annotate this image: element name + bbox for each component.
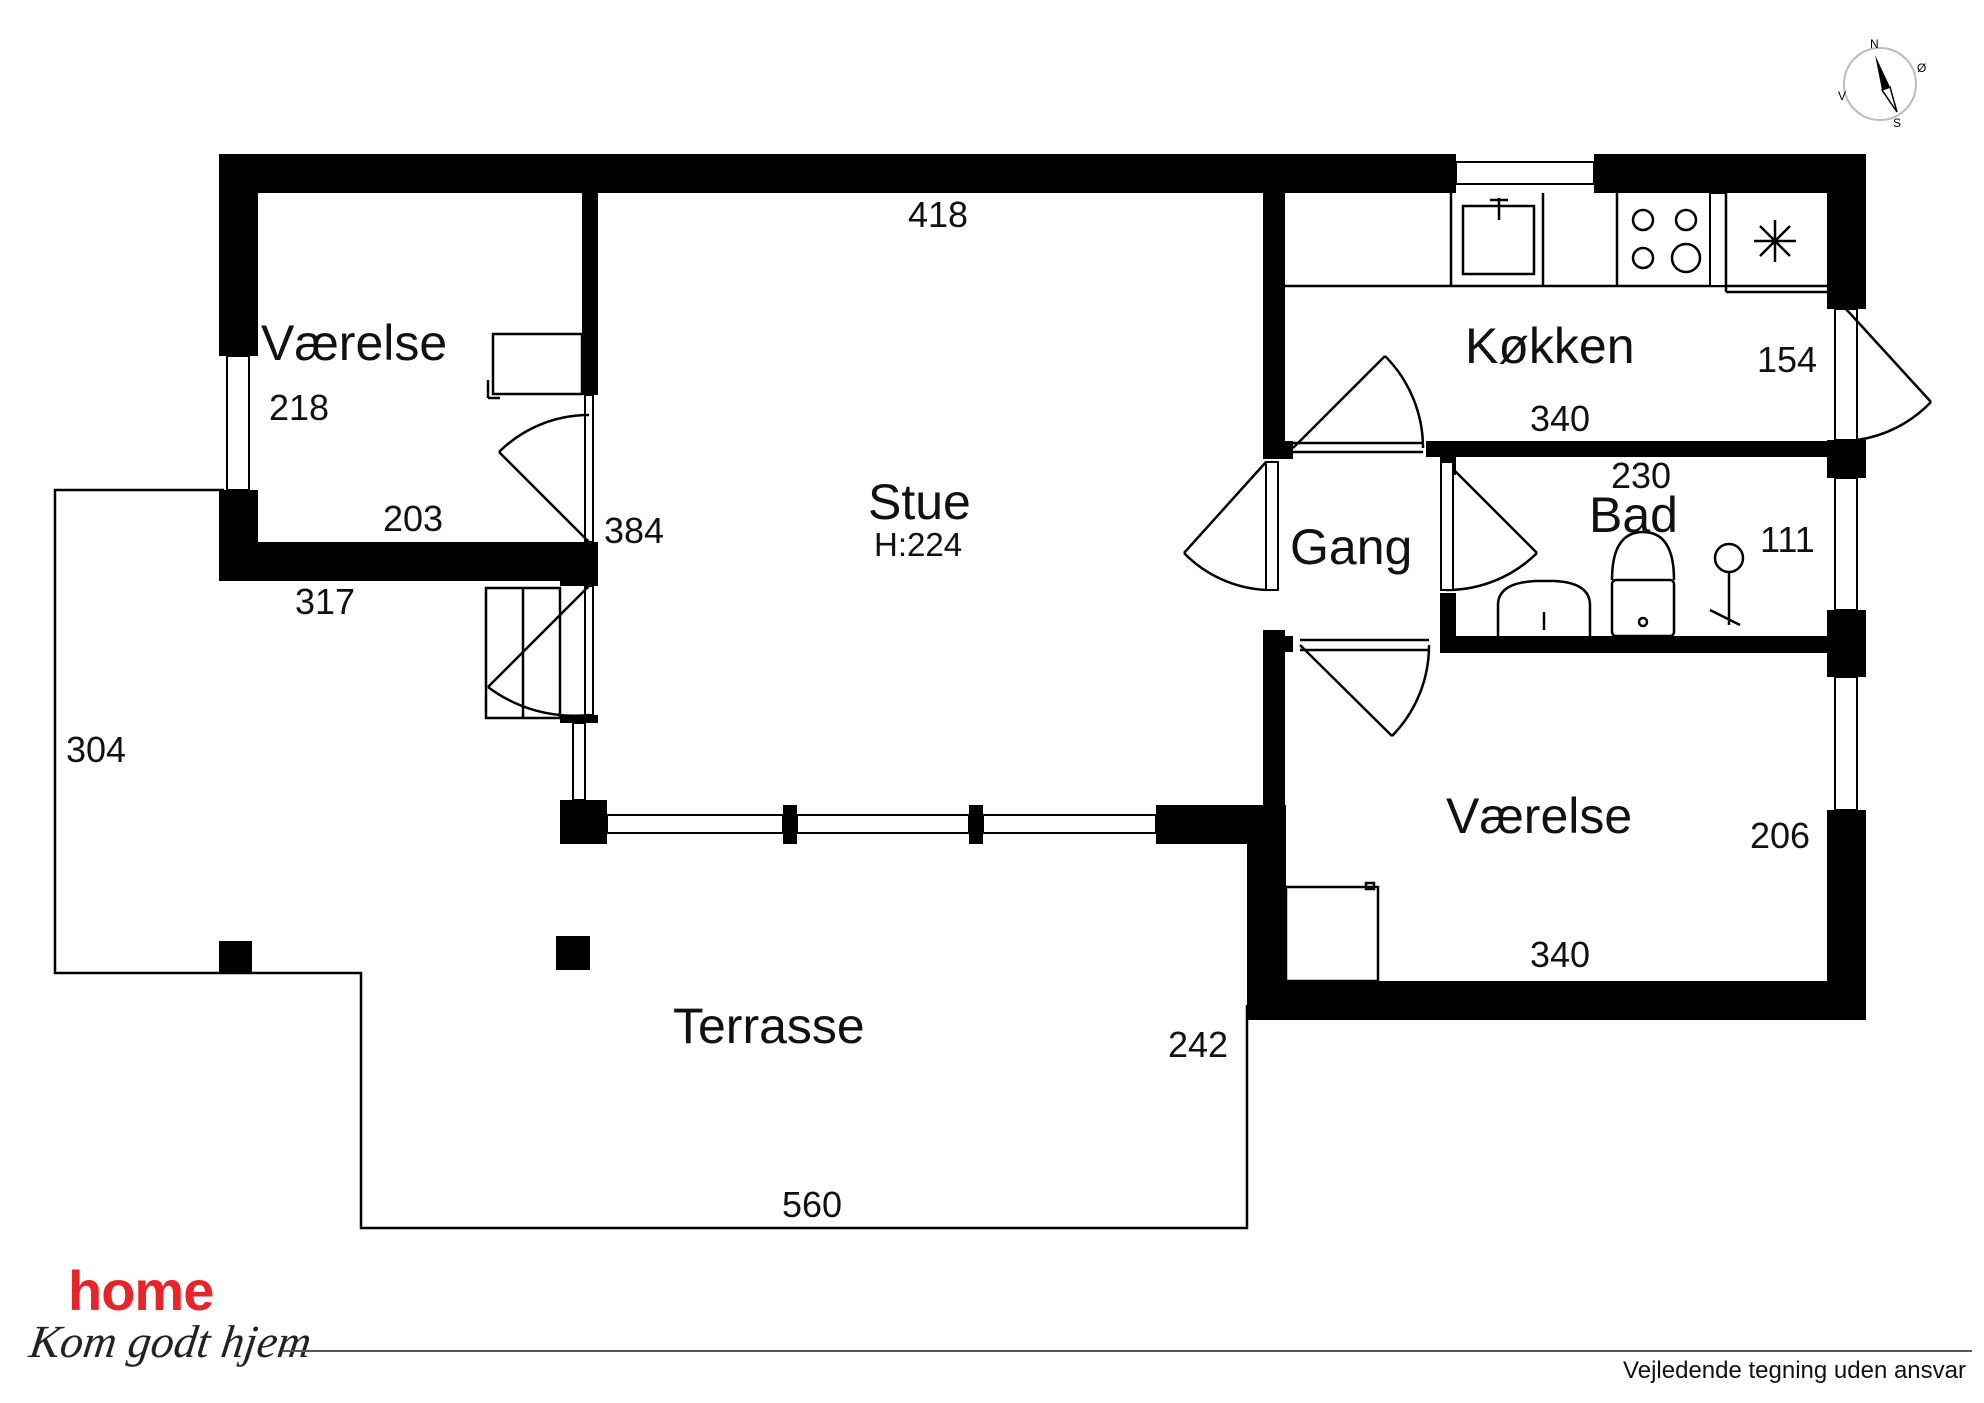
disclaimer-text: Vejledende tegning uden ansvar: [1623, 1357, 1966, 1384]
wall-stub: [1263, 441, 1293, 459]
wall-stue-right: [1263, 193, 1285, 441]
terrace-post: [219, 941, 252, 973]
wall-stue-right-lower: [1263, 630, 1285, 805]
bath-fixtures: [1496, 530, 1745, 638]
wall-bath-left-lower: [1440, 593, 1456, 637]
compass-icon: N Ø S V: [1838, 37, 1926, 130]
dimension-label: 560: [782, 1184, 842, 1225]
compass-west: V: [1838, 89, 1846, 103]
room-label-vaerelse-1: Værelse: [261, 315, 447, 371]
door-jamb: [584, 394, 594, 543]
door-vaerelse2: [1299, 638, 1431, 737]
door-entrance: [1183, 461, 1279, 592]
compass-south: S: [1893, 116, 1901, 130]
wall-bath-bottom: [1440, 636, 1866, 653]
dimension-label: 154: [1757, 339, 1817, 380]
wall-left-upper: [219, 154, 258, 356]
pillar: [560, 800, 607, 844]
washbasin: [1496, 579, 1592, 636]
window: [982, 814, 1157, 834]
wall-vaerelse1-bottom: [219, 542, 597, 581]
window: [796, 814, 970, 834]
wall-stub: [1263, 636, 1293, 652]
window: [1455, 161, 1595, 185]
dimension-label: 230: [1611, 455, 1671, 496]
dimension-label: 418: [908, 194, 968, 235]
dimension-label: 218: [269, 387, 329, 428]
wall-top: [219, 154, 1456, 193]
room-height-stue: H:224: [874, 526, 962, 563]
room-label-stue: Stue: [868, 474, 971, 530]
fan-icon: [1754, 220, 1796, 262]
wall-vaerelse1-corner: [560, 542, 598, 586]
wall-bottom-right: [1247, 981, 1866, 1020]
room-label-kokken: Køkken: [1465, 318, 1635, 374]
room-label-terrasse: Terrasse: [673, 998, 865, 1054]
footer-divider: [282, 1350, 1972, 1352]
door-jamb: [584, 585, 594, 716]
wall-stue-bottom-right: [1156, 805, 1286, 844]
wall-vaerelse1-right: [582, 193, 598, 395]
door-terrace: [487, 585, 590, 717]
wardrobe-vaerelse1: [486, 332, 584, 400]
wall-right-upper: [1827, 154, 1866, 309]
window-mullion: [783, 805, 797, 844]
window: [572, 722, 586, 801]
terrace-post: [556, 936, 590, 970]
kitchen-counter: [1285, 192, 1827, 294]
window: [1834, 477, 1858, 611]
brand-tagline: Kom godt hjem: [26, 1316, 315, 1367]
dimension-label: 203: [383, 498, 443, 539]
room-label-gang: Gang: [1290, 519, 1412, 575]
window: [1834, 676, 1858, 811]
shower-icon: [1709, 542, 1745, 627]
dimension-label: 317: [295, 581, 355, 622]
dimension-label: 206: [1750, 815, 1810, 856]
stairs: [484, 586, 562, 720]
window: [226, 355, 250, 491]
toilet: [1610, 530, 1676, 638]
compass-east: Ø: [1917, 61, 1926, 75]
door-kitchen-exterior: [1834, 308, 1932, 442]
dimension-label: 340: [1530, 398, 1590, 439]
door-post: [560, 715, 598, 723]
dimension-label: 111: [1760, 519, 1815, 560]
dimension-label: 384: [604, 510, 664, 551]
wardrobe-vaerelse2: [1284, 881, 1380, 983]
wall-top-right: [1594, 154, 1866, 193]
door-kitchen: [1292, 355, 1425, 454]
window-mullion: [969, 805, 983, 844]
room-label-bad: Bad: [1589, 487, 1678, 543]
room-label-vaerelse-2: Værelse: [1446, 788, 1632, 844]
dimension-label: 340: [1530, 934, 1590, 975]
window: [606, 814, 784, 834]
brand-logo: home: [68, 1259, 214, 1322]
door-bath: [1440, 461, 1538, 592]
dimension-label: 304: [66, 729, 126, 770]
compass-north: N: [1870, 37, 1879, 51]
terrace-outline: [53, 488, 1249, 1230]
wall-kitchen-bath: [1426, 441, 1866, 457]
door-vaerelse1: [498, 413, 590, 543]
dimension-label: 242: [1168, 1024, 1228, 1065]
